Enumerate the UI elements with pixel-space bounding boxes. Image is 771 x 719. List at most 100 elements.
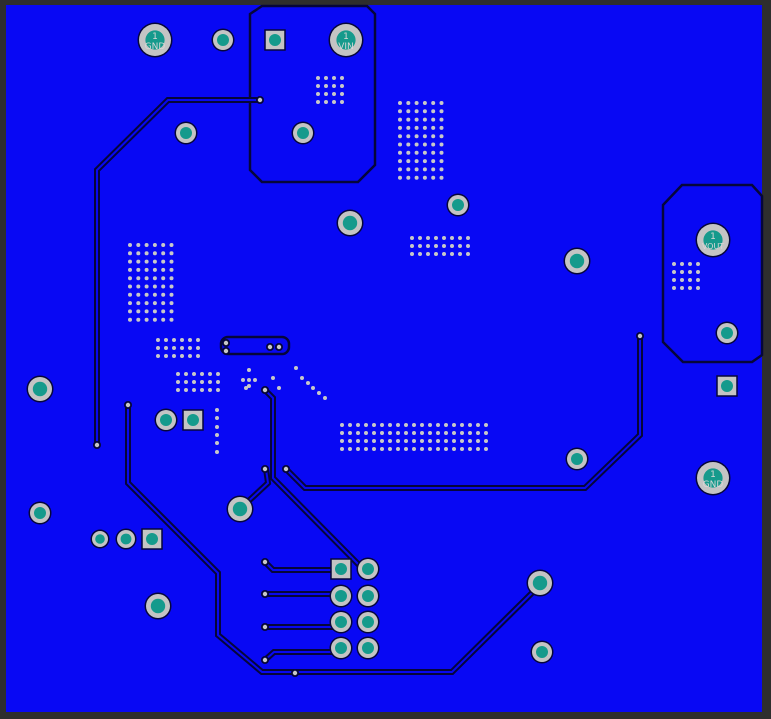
via	[196, 354, 200, 358]
via	[380, 431, 384, 435]
via	[422, 175, 427, 180]
via	[180, 338, 184, 342]
via	[216, 372, 220, 376]
pad-hole	[721, 380, 733, 392]
via	[247, 378, 251, 382]
via	[696, 270, 700, 274]
via	[418, 236, 422, 240]
via	[428, 423, 432, 427]
via	[406, 101, 411, 105]
via	[128, 301, 132, 306]
via	[422, 159, 427, 164]
via	[164, 354, 168, 358]
trace-via-center	[292, 670, 298, 676]
via	[406, 167, 411, 172]
via	[439, 150, 444, 155]
pad-hole	[297, 127, 309, 139]
via	[196, 346, 200, 350]
via	[431, 159, 436, 164]
trace-via-center	[223, 348, 229, 354]
via	[688, 278, 692, 282]
via	[215, 433, 219, 437]
via	[466, 244, 470, 248]
trace-via-center	[262, 387, 268, 393]
via	[340, 447, 344, 451]
via	[680, 278, 684, 282]
via	[136, 292, 141, 297]
via	[128, 276, 132, 281]
via	[356, 423, 360, 427]
trace-via-center	[262, 466, 268, 472]
via	[439, 117, 444, 122]
via	[398, 159, 402, 164]
via	[161, 251, 166, 256]
via	[452, 423, 456, 427]
via	[398, 142, 402, 147]
via	[144, 251, 149, 256]
via	[136, 284, 141, 289]
via	[317, 391, 321, 395]
via	[128, 259, 132, 264]
via	[161, 317, 166, 322]
via	[388, 431, 392, 435]
terminal-net: VOUT	[702, 242, 724, 251]
via	[426, 236, 430, 240]
via	[169, 251, 174, 256]
via	[439, 167, 444, 172]
trace-via-center	[276, 344, 282, 350]
via	[442, 244, 446, 248]
copper-pour	[6, 5, 762, 712]
pad-hole	[452, 199, 464, 211]
via	[144, 267, 149, 272]
via	[169, 292, 174, 297]
via	[356, 439, 360, 443]
via	[431, 125, 436, 130]
via	[184, 388, 188, 392]
via	[439, 134, 444, 139]
via	[192, 380, 196, 384]
pad-hole	[145, 30, 165, 50]
via	[460, 423, 464, 427]
via	[311, 386, 315, 390]
via	[398, 117, 402, 122]
via	[253, 378, 257, 382]
via	[169, 243, 174, 247]
via	[215, 408, 219, 412]
via	[444, 431, 448, 435]
pad-hole	[335, 563, 347, 575]
via	[414, 125, 419, 130]
via	[688, 270, 692, 274]
via	[144, 292, 149, 297]
pad-hole	[571, 453, 583, 465]
via	[468, 447, 472, 451]
via	[332, 100, 336, 104]
via	[428, 447, 432, 451]
via	[476, 423, 480, 427]
pad-hole	[335, 642, 347, 654]
via	[152, 317, 157, 322]
pad-hole	[703, 230, 723, 250]
via	[144, 284, 149, 289]
via	[484, 431, 488, 435]
via	[398, 101, 402, 105]
via	[396, 439, 400, 443]
via	[324, 92, 328, 96]
pad-hole	[362, 563, 374, 575]
via	[152, 259, 157, 264]
via	[172, 338, 176, 342]
via	[144, 309, 149, 314]
trace-core	[264, 651, 338, 661]
via	[439, 125, 444, 130]
pad-hole	[160, 414, 172, 426]
via	[696, 286, 700, 290]
via	[484, 423, 488, 427]
via	[144, 259, 149, 264]
via	[436, 423, 440, 427]
via	[161, 301, 166, 306]
via	[420, 431, 424, 435]
trace-via-center	[262, 624, 268, 630]
via	[200, 372, 204, 376]
via	[672, 286, 676, 290]
via	[439, 101, 444, 105]
